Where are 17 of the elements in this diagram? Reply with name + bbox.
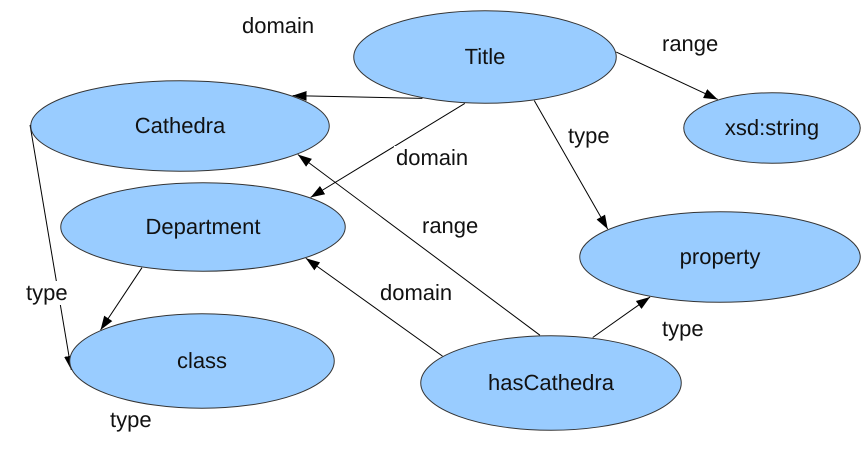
arrow [292, 91, 423, 101]
node-label: property [678, 244, 762, 270]
node-label: xsd:string [724, 115, 820, 141]
arrow [297, 154, 540, 336]
node-label: Title [464, 44, 506, 70]
arrow [100, 267, 142, 330]
arrow [310, 102, 466, 198]
node-label: Cathedra [134, 113, 226, 139]
arrow [534, 100, 608, 230]
arrow [305, 258, 443, 357]
arrow [616, 52, 718, 100]
node-label: hasCathedra [487, 370, 615, 396]
edge-label: type [24, 281, 70, 306]
arrow [592, 296, 651, 338]
node-label: class [176, 348, 228, 374]
arrow [30, 124, 74, 370]
node-label: Department [144, 214, 262, 240]
